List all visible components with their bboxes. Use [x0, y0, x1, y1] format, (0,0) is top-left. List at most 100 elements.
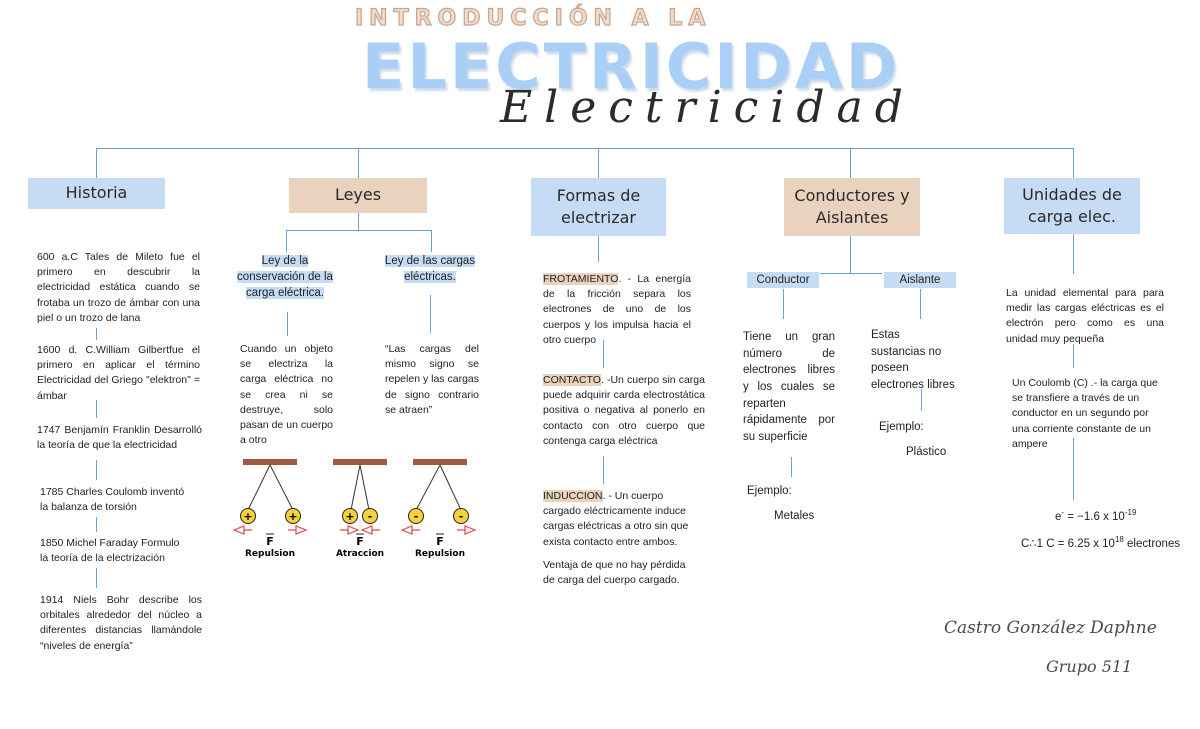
signature-group: Grupo 511: [1046, 657, 1133, 676]
ley-cargas-title-text: Ley de las cargas eléctricas.: [384, 255, 476, 284]
ley-conservacion-text: Cuando un objeto se electriza la carga e…: [240, 343, 333, 447]
formas-frotamiento: FROTAMIENTO. - La energía de la fricción…: [543, 272, 691, 348]
formula-coulomb-exp: 18: [1114, 535, 1124, 544]
header-historia: Historia: [28, 178, 165, 209]
formula-coulomb-tail: electrones: [1123, 537, 1181, 550]
aislante-connector-2: [921, 389, 922, 411]
historia-item-2: 1600 d. C.William Gilbertfue el primero …: [37, 344, 200, 402]
historia-item-5: 1850 Michel Faraday Formulo la teoría de…: [40, 537, 180, 565]
aislante-example-label: Ejemplo:: [879, 421, 924, 433]
formula-electron: e- = −1.6 x 10-19: [1055, 508, 1136, 523]
leyes-connector-right: [431, 230, 432, 252]
conductor-chip: Conductor: [747, 272, 819, 288]
header-formas-label: Formas de electrizar: [556, 185, 641, 227]
aislante-example: Plástico: [906, 446, 947, 458]
ley-cargas-connector: [430, 295, 431, 333]
illus-2-left-sign: +: [345, 510, 354, 523]
unidades-connector-1: [1073, 234, 1074, 274]
aislante-connector-1: [920, 289, 921, 319]
ley-conservacion-connector: [287, 312, 288, 336]
induccion-label: INDUCCION: [543, 490, 603, 502]
historia-connector-2: [96, 400, 97, 418]
historia-connector-5: [96, 568, 97, 588]
illustration-atraccion: + - F Atraccion: [333, 459, 387, 559]
aislante-chip: Aislante: [884, 272, 956, 288]
illus-3-right-sign: -: [459, 510, 464, 523]
formas-contacto: CONTACTO. -Un cuerpo sin carga puede adq…: [543, 373, 705, 449]
conductor-connector-1: [783, 289, 784, 319]
title-intro: INTRODUCCIÓN A LA: [354, 5, 712, 31]
illus-3-left-sign: -: [414, 510, 419, 523]
leyes-connector-down: [358, 213, 359, 230]
unidades-connector-2: [1073, 344, 1074, 368]
leyes-branch-line: [286, 230, 432, 231]
connector-leyes: [358, 148, 359, 178]
illustration-repulsion-2: - - F Repulsion: [400, 459, 477, 559]
formas-induccion: INDUCCION. - Un cuerpo cargado eléctrica…: [543, 489, 693, 550]
conductores-branch-line: [820, 273, 882, 274]
header-leyes-label: Leyes: [334, 185, 382, 205]
historia-connector-1: [96, 328, 97, 340]
header-conductores-label: Conductores y Aislantes: [794, 185, 910, 227]
formula-coulomb: C∴1 C = 6.25 x 1018 electrones: [1021, 535, 1180, 550]
title-main: ELECTRICIDAD: [362, 30, 901, 103]
frotamiento-text: . - La energía de la fricción separa los…: [543, 273, 691, 346]
header-conductores: Conductores y Aislantes: [784, 178, 920, 236]
illus-1-left-sign: +: [243, 510, 252, 523]
formula-electron-exp: -19: [1124, 508, 1137, 517]
induccion-text: . - Un cuerpo cargado eléctricamente ind…: [543, 490, 689, 548]
conductor-text: Tiene un gran número de electrones libre…: [743, 331, 835, 444]
ley-conservacion-title-text: Ley de la conservación de la carga eléct…: [237, 255, 333, 300]
contacto-label: CONTACTO: [543, 374, 601, 386]
header-formas: Formas de electrizar: [531, 178, 666, 236]
top-connector-line: [96, 148, 1074, 149]
illus-3-force: F: [436, 535, 444, 548]
unidades-text-1: La unidad elemental para para medir las …: [1006, 287, 1164, 345]
connector-formas: [598, 148, 599, 178]
contacto-text: . -Un cuerpo sin carga puede adquirir ca…: [543, 374, 705, 447]
formas-connector-1: [598, 236, 599, 262]
historia-item-3: 1747 Benjamín Franklin Desarrolló la teo…: [37, 424, 202, 452]
formas-connector-3: [603, 456, 604, 484]
ley-conservacion-title: Ley de la conservación de la carga eléct…: [234, 253, 336, 301]
illus-2-right-sign: -: [368, 510, 373, 523]
illus-1-force: F: [266, 535, 274, 548]
header-leyes: Leyes: [289, 178, 427, 213]
aislante-chip-label: Aislante: [899, 274, 941, 286]
connector-historia: [96, 148, 97, 178]
conductores-connector-down: [850, 236, 851, 273]
title-script: Electricidad: [500, 82, 915, 133]
illus-2-force: F: [356, 535, 364, 548]
header-unidades-label: Unidades de carga elec.: [1022, 184, 1122, 226]
conductor-example: Metales: [774, 510, 815, 522]
historia-connector-4: [96, 517, 97, 532]
conductor-example-label: Ejemplo:: [747, 485, 792, 497]
illus-1-caption: Repulsion: [245, 549, 295, 559]
formas-ventaja: Ventaja de que no hay pérdida de carga d…: [543, 559, 686, 587]
illus-2-caption: Atraccion: [336, 549, 384, 559]
signature-name: Castro González Daphne: [944, 618, 1157, 638]
conductor-connector-2: [791, 457, 792, 477]
aislante-text: Estas sustancias no poseen electrones li…: [871, 329, 955, 392]
ley-cargas-text: “Las cargas del mismo signo se repelen y…: [385, 343, 479, 416]
header-historia-label: Historia: [65, 183, 128, 203]
unidades-connector-3: [1073, 438, 1074, 500]
leyes-connector-left: [286, 230, 287, 252]
historia-item-6: 1914 Niels Bohr describe los orbitales a…: [40, 594, 202, 652]
formula-electron-mid: = −1.6 x 10: [1064, 510, 1125, 523]
historia-item-1: 600 a.C Tales de Mileto fue el primero e…: [37, 251, 200, 324]
frotamiento-label: FROTAMIENTO: [543, 273, 619, 285]
formula-coulomb-base: C∴1 C = 6.25 x 10: [1021, 537, 1115, 550]
formula-electron-sup: -: [1061, 508, 1065, 517]
illustration-repulsion-1: + + F Repulsion: [232, 459, 308, 559]
illus-1-right-sign: +: [288, 510, 297, 523]
unidades-text-2: Un Coulomb (C) .- la carga que se transf…: [1012, 377, 1158, 450]
illus-3-caption: Repulsion: [415, 549, 465, 559]
header-unidades: Unidades de carga elec.: [1004, 178, 1140, 234]
formas-connector-2: [603, 340, 604, 368]
historia-connector-3: [96, 460, 97, 480]
historia-item-4: 1785 Charles Coulomb inventó la balanza …: [40, 486, 185, 514]
formula-electron-base: e: [1055, 510, 1062, 523]
charge-illustrations: + + F Repulsion + - F Atraccion - -: [232, 459, 477, 559]
conductor-chip-label: Conductor: [756, 274, 810, 286]
